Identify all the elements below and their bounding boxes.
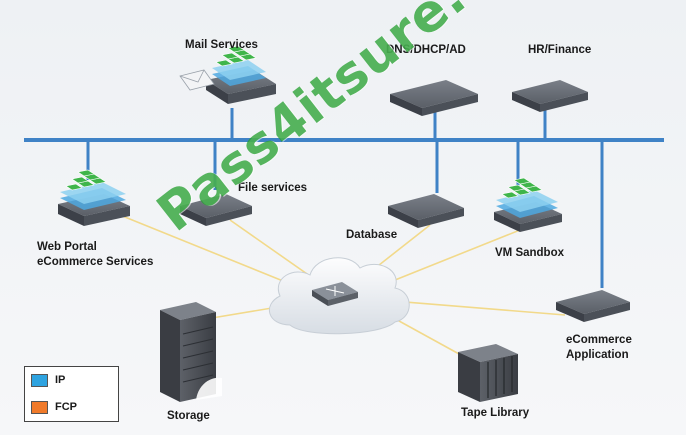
tape-library-icon (458, 344, 518, 402)
mail-server-icon (179, 45, 276, 104)
storage-array-icon (160, 302, 222, 402)
ecommerce-app-server-icon (556, 290, 630, 322)
label-vm-sandbox: VM Sandbox (495, 247, 565, 259)
label-ecommerce-services: eCommerce Services (37, 256, 154, 268)
web-portal-server-icon (58, 169, 130, 226)
database-server-icon (388, 194, 464, 228)
label-application: Application (566, 349, 629, 361)
envelope-icon (179, 69, 215, 91)
label-dns-dhcp-ad: DNS/DHCP/AD (386, 44, 466, 56)
switch-icon (312, 282, 358, 306)
fc-link-ecommerce-app (379, 299, 566, 316)
legend-swatch-fcp (31, 401, 48, 414)
label-tape-library: Tape Library (461, 407, 530, 419)
legend-swatch-ip (31, 374, 48, 387)
dns-server-icon (390, 80, 478, 116)
label-ecommerce: eCommerce (566, 334, 632, 346)
label-file-services: File services (238, 182, 308, 194)
hr-server-icon (512, 80, 588, 112)
label-hr-finance: HR/Finance (528, 44, 592, 56)
legend-label-ip: IP (55, 374, 66, 386)
vm-sandbox-server-icon (494, 177, 562, 232)
label-database: Database (346, 229, 398, 241)
label-web-portal: Web Portal (37, 241, 97, 253)
san-cloud (268, 257, 410, 335)
file-server-icon (180, 194, 252, 226)
legend: IP FCP (24, 366, 119, 422)
legend-label-fcp: FCP (55, 401, 77, 413)
label-mail-services: Mail Services (185, 39, 258, 51)
label-storage: Storage (167, 410, 210, 422)
vm-stack-mail (212, 45, 266, 86)
ip-links (24, 108, 664, 288)
